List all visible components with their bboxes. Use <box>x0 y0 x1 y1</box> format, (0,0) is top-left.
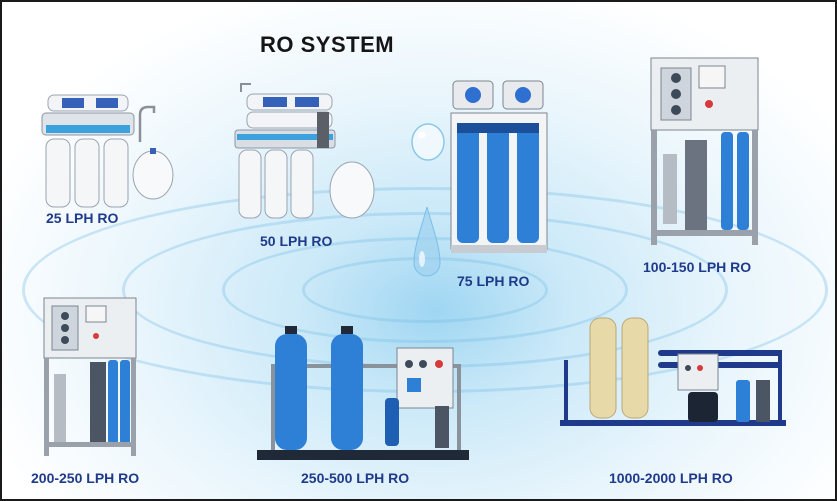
product-label-1000-2000-lph: 1000-2000 LPH RO <box>609 470 733 486</box>
water-drop-icon <box>411 123 445 161</box>
product-label-25-lph: 25 LPH RO <box>46 210 119 226</box>
product-label-100-150-lph: 100-150 LPH RO <box>643 259 752 275</box>
product-label-200-250-lph: 200-250 LPH RO <box>31 470 140 486</box>
ro-unit-75-lph-image <box>450 80 548 253</box>
ro-unit-250-500-lph-image <box>257 326 469 460</box>
ro-unit-25-lph-image <box>41 94 174 208</box>
ro-unit-200-250-lph-image <box>43 297 137 456</box>
page-title: RO SYSTEM <box>260 32 395 57</box>
ro-unit-50-lph-image <box>234 83 375 219</box>
product-label-250-500-lph: 250-500 LPH RO <box>301 470 410 486</box>
falling-water-drop-icon <box>413 207 441 277</box>
ro-unit-100-150-lph-image <box>650 57 759 245</box>
ro-unit-1000-2000-lph-image <box>560 317 786 426</box>
product-label-50-lph: 50 LPH RO <box>260 233 333 249</box>
product-label-75-lph: 75 LPH RO <box>457 273 530 289</box>
